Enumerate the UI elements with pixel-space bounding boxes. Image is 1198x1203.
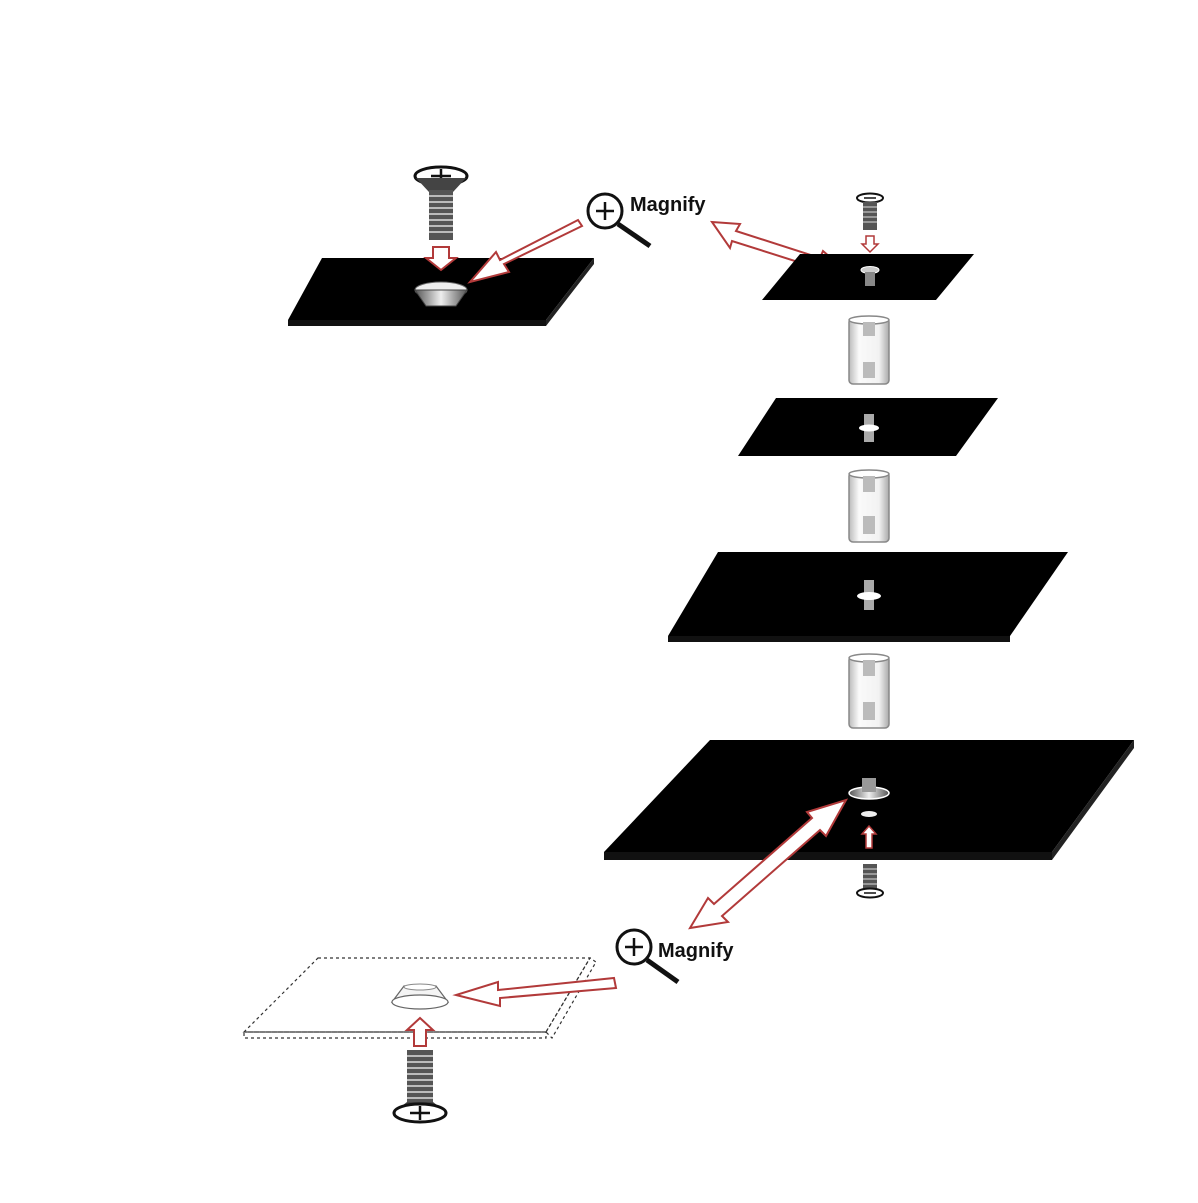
standoff-icon (848, 653, 890, 729)
magnify-label-top: Magnify (630, 194, 706, 216)
magnify-icon (586, 192, 652, 249)
screw-icon (392, 1050, 448, 1124)
plate-4 (604, 740, 1134, 860)
standoff-icon (848, 315, 890, 385)
pointer-arrow-bottom (452, 976, 618, 1008)
down-arrow-top (423, 246, 459, 272)
magnify-icon (615, 928, 680, 985)
screw-icon (856, 864, 884, 899)
plate-1 (762, 254, 974, 300)
screw-icon (856, 192, 884, 230)
up-arrow-bottom-left (404, 1016, 436, 1047)
down-arrow-small (860, 235, 880, 254)
plate-2 (738, 398, 998, 456)
detail-bottom-plate (242, 957, 597, 1039)
countersink-icon (390, 983, 450, 1010)
standoff-icon (848, 469, 890, 543)
up-arrow-bottom (860, 824, 878, 849)
plate-3 (668, 552, 1068, 642)
pointer-arrow-top (467, 218, 584, 284)
magnify-label-bottom: Magnify (658, 940, 734, 962)
screw-icon (413, 165, 469, 240)
double-arrow-bottom (688, 798, 849, 930)
countersink-icon (414, 281, 468, 307)
